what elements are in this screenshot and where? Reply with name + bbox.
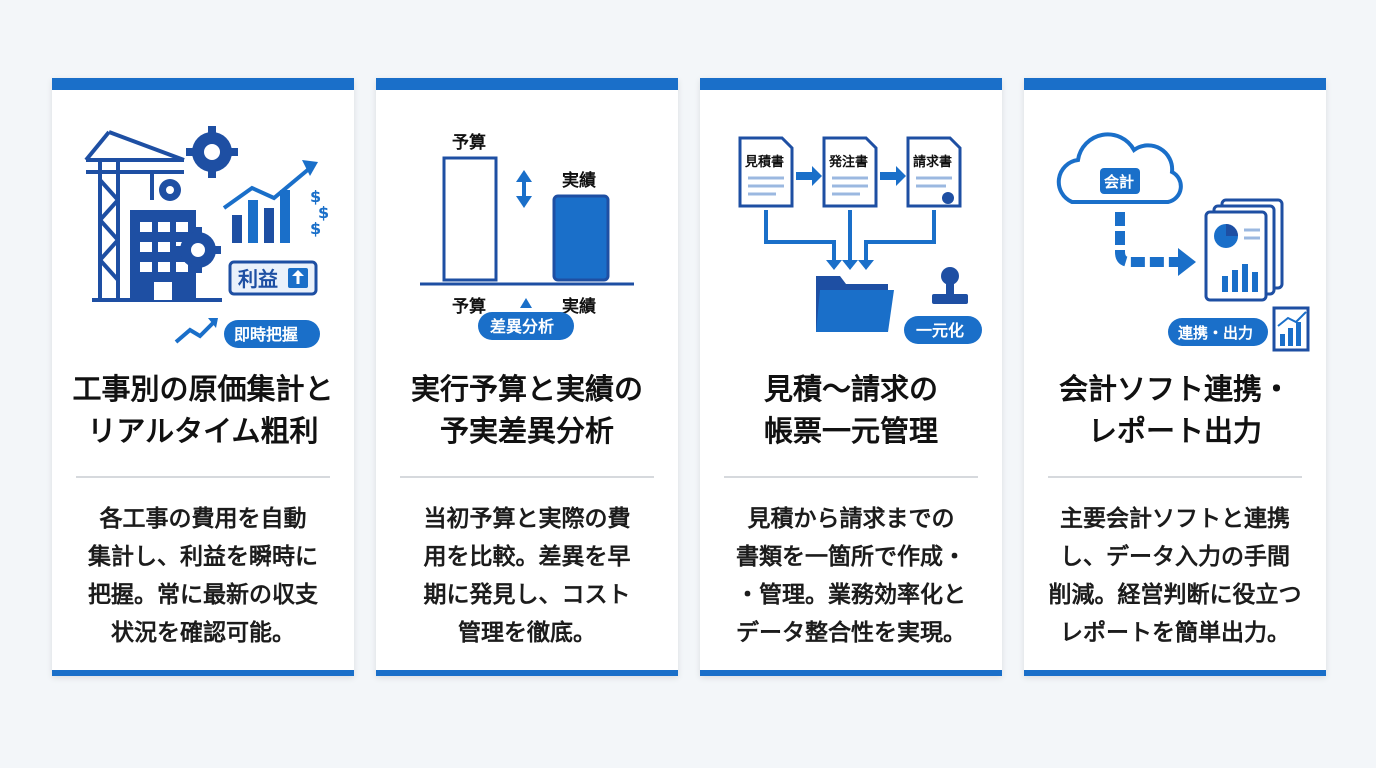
report-icon (1204, 198, 1284, 302)
document-icon: 発注書 (822, 136, 878, 208)
svg-text:$: $ (310, 187, 321, 206)
budget-variance-illustration: 予算 実績 予算 実績 差異分析 (376, 90, 678, 360)
actual-bar-icon (552, 194, 610, 282)
svg-text:利益: 利益 (238, 267, 278, 291)
card-title: 工事別の原価集計と リアルタイム粗利 (72, 372, 334, 448)
card-divider (76, 476, 330, 478)
card-divider (400, 476, 654, 478)
stamp-icon (932, 267, 968, 304)
rising-bar-chart-icon (222, 160, 318, 243)
svg-text:即時把握: 即時把握 (234, 325, 298, 344)
gear-icon (159, 126, 238, 273)
card-description: 見積から請求までの 書類を一箇所で作成・ ・管理。業務効率化と データ整合性を実… (736, 506, 966, 646)
double-arrow-icon (516, 170, 532, 208)
card-title: 実行予算と実績の 予実差異分析 (410, 372, 643, 448)
document-management-illustration: 見積書 発注書 請求書 (700, 90, 1002, 360)
arrow-up-icon (288, 268, 308, 288)
document-icon: 請求書 (906, 136, 962, 208)
cloud-icon: 会計 (1056, 132, 1183, 204)
unify-badge (904, 316, 982, 344)
svg-text:会計: 会計 (1104, 173, 1134, 191)
feature-card-accounting-integration: 会計 連携・出力 (1024, 78, 1326, 676)
budget-label-bottom: 予算 (452, 296, 486, 317)
card-top-accent (376, 78, 678, 90)
feature-card-cost-aggregation: $ $ $ 利益 即時把握 工事別 (52, 78, 354, 676)
feature-card-budget-variance: 予算 実績 予算 実績 差異分析 実行予算と実績の 予実差異分析 当初予算と実際… (376, 78, 678, 676)
svg-text:請求書: 請求書 (913, 154, 952, 170)
actual-label-top: 実績 (562, 170, 596, 191)
card-top-accent (1024, 78, 1326, 90)
export-badge (1168, 318, 1268, 346)
card-description: 主要会計ソフトと連携 し、データ入力の手間 削減。経営判断に役立つ レポートを簡… (1048, 506, 1302, 646)
svg-text:$: $ (310, 219, 321, 238)
feature-card-document-management: 見積書 発注書 請求書 (700, 78, 1002, 676)
cost-aggregation-illustration: $ $ $ 利益 即時把握 (52, 90, 354, 360)
card-description: 当初予算と実際の費 用を比較。差異を早 期に発見し、コスト 管理を徹底。 (423, 506, 631, 646)
dollar-icon: $ $ $ (310, 187, 329, 238)
card-title: 会計ソフト連携・ レポート出力 (1058, 372, 1291, 448)
folder-icon (816, 276, 894, 332)
card-bottom-accent (700, 670, 1002, 676)
svg-text:差異分析: 差異分析 (490, 317, 554, 336)
budget-bar-icon (442, 156, 498, 282)
svg-text:発注書: 発注書 (828, 154, 868, 170)
svg-text:見積書: 見積書 (744, 154, 784, 170)
card-bottom-accent (52, 670, 354, 676)
chart-icon (1272, 306, 1310, 352)
svg-text:一元化: 一元化 (916, 321, 964, 340)
variance-badge (478, 312, 574, 340)
budget-label-top: 予算 (452, 132, 486, 153)
card-divider (724, 476, 978, 478)
card-bottom-accent (1024, 670, 1326, 676)
actual-label-bottom: 実績 (562, 296, 596, 317)
profit-badge: 利益 (228, 260, 318, 296)
card-top-accent (52, 78, 354, 90)
realtime-badge: 即時把握 (174, 318, 320, 348)
svg-text:$: $ (318, 203, 329, 222)
svg-text:連携・出力: 連携・出力 (1178, 324, 1253, 342)
document-icon: 見積書 (738, 136, 794, 208)
accounting-integration-illustration: 会計 連携・出力 (1024, 90, 1326, 360)
card-top-accent (700, 78, 1002, 90)
card-title: 見積〜請求の 帳票一元管理 (763, 372, 938, 448)
card-divider (1048, 476, 1302, 478)
card-bottom-accent (376, 670, 678, 676)
card-description: 各工事の費用を自動 集計し、利益を瞬時に 把握。常に最新の収支 状況を確認可能。 (88, 506, 318, 646)
